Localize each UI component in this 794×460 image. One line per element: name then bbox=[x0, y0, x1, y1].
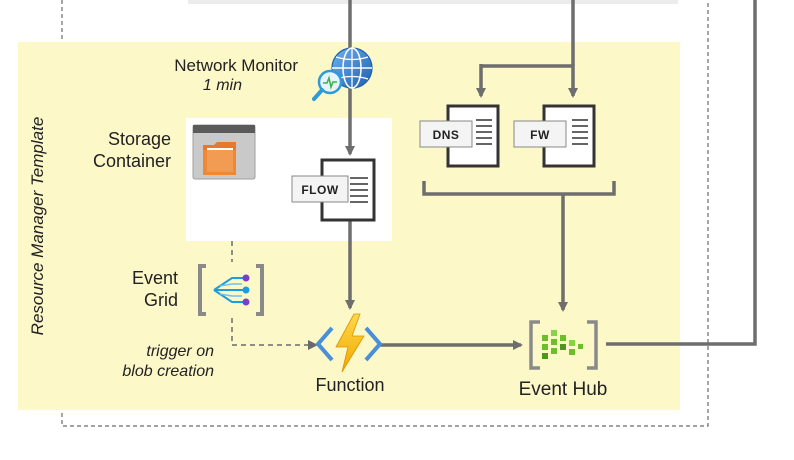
event-grid-icon bbox=[198, 264, 264, 316]
fw-doc-label: FW bbox=[530, 128, 550, 142]
function-label: Function bbox=[315, 375, 385, 395]
top-band bbox=[188, 0, 678, 4]
dns-document-icon bbox=[419, 104, 500, 168]
event-hub-icon bbox=[529, 320, 598, 370]
event-hub-label: Event Hub bbox=[518, 379, 608, 400]
flow-document-icon bbox=[291, 158, 376, 222]
folder-window-icon bbox=[192, 124, 256, 180]
lightning-bolt-icon bbox=[315, 313, 383, 373]
connector-eventhub-out bbox=[606, 0, 757, 346]
fw-document-icon bbox=[513, 104, 596, 168]
storage-container-label: Storage Container bbox=[92, 129, 171, 171]
flow-doc-label: FLOW bbox=[301, 183, 339, 197]
globe-magnifier-icon bbox=[312, 47, 373, 101]
trigger-note: trigger on blob creation bbox=[122, 343, 214, 380]
network-monitor-label: Network Monitor 1 min bbox=[174, 56, 298, 94]
dns-doc-label: DNS bbox=[432, 128, 460, 142]
dns-fw-bracket bbox=[422, 181, 616, 196]
event-grid-label: Event Grid bbox=[131, 268, 178, 310]
dashed-grid-to-function bbox=[231, 318, 318, 350]
